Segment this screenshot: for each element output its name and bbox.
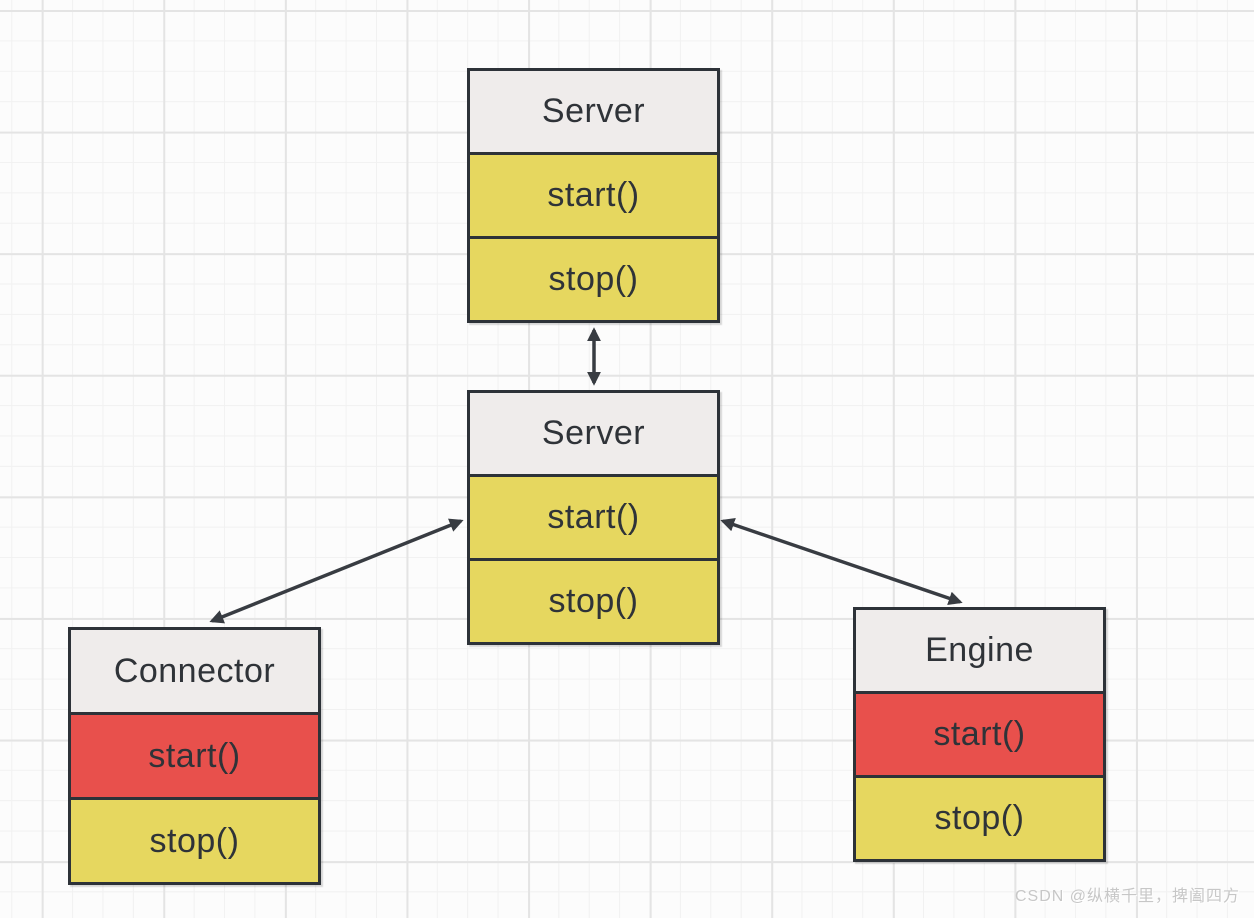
class-title: Engine <box>856 610 1103 691</box>
class-box-connector: Connector start() stop() <box>68 627 321 885</box>
method-row: start() <box>856 691 1103 775</box>
method-row: start() <box>71 712 318 797</box>
class-title: Server <box>470 393 717 474</box>
method-row: stop() <box>71 797 318 882</box>
method-row: stop() <box>470 236 717 320</box>
csdn-watermark: CSDN @纵横千里，捭阖四方 <box>1014 888 1240 905</box>
class-box-server-top: Server start() stop() <box>467 68 720 323</box>
class-box-engine: Engine start() stop() <box>853 607 1106 862</box>
class-title: Connector <box>71 630 318 712</box>
method-row: stop() <box>470 558 717 642</box>
arrow-server-middle-to-connector <box>209 518 464 624</box>
method-row: start() <box>470 474 717 558</box>
class-box-server-middle: Server start() stop() <box>467 390 720 645</box>
method-row: stop() <box>856 775 1103 859</box>
method-row: start() <box>470 152 717 236</box>
arrow-server-middle-to-engine <box>720 517 963 606</box>
class-title: Server <box>470 71 717 152</box>
